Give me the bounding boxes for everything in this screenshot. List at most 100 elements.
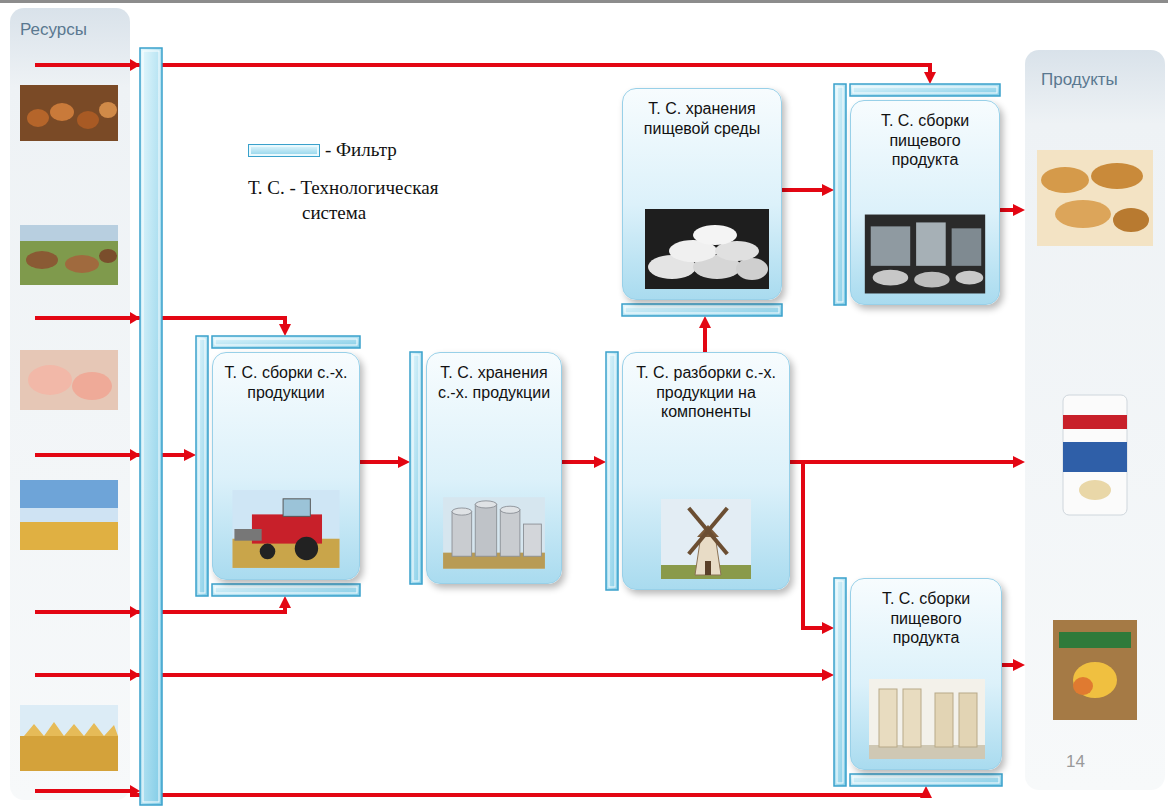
illustration-part [99, 249, 117, 263]
illustration-part [295, 537, 318, 560]
illustration-part [130, 312, 140, 324]
illustration-part [1055, 200, 1111, 228]
filter-bar [622, 304, 782, 316]
filter-body [140, 48, 162, 805]
illustration-part [1037, 150, 1153, 246]
illustration-part [661, 499, 751, 579]
illustration-part [234, 529, 261, 541]
panel-title: Ресурсы [10, 8, 130, 40]
filter-highlight [853, 87, 997, 93]
box-illustration [851, 214, 999, 294]
flow-arrow [703, 324, 707, 352]
illustration-part [20, 522, 118, 550]
filter-bar [606, 352, 618, 590]
flow-arrow [790, 462, 826, 628]
filter-highlight [199, 339, 205, 593]
illustration-part [1113, 208, 1149, 232]
process-box: Т. С. хранения пищевой среды [622, 88, 782, 300]
box-label: Т. С. сборки пищевого продукта [851, 101, 999, 170]
box-label: Т. С. разборки с.-х. продукции на компон… [623, 353, 789, 422]
panel-illustration [10, 8, 140, 800]
panel-title: Продукты [1025, 50, 1165, 90]
process-box: Т. С. сборки с.-х. продукции [212, 352, 360, 580]
illustration-part [1053, 620, 1137, 720]
illustration-part [232, 490, 339, 568]
filter-highlight [609, 355, 615, 587]
illustration-part [20, 85, 118, 141]
legend-text: - Фильтр [325, 139, 397, 161]
illustration-part [20, 225, 118, 241]
illustration-part [20, 350, 118, 410]
filter-body [622, 304, 782, 316]
illustration-part [1063, 415, 1127, 429]
filter-highlight [215, 339, 357, 345]
filter-bar [834, 578, 846, 786]
filter-highlight [837, 87, 843, 302]
box-label: Т. С. сборки пищевого продукта [851, 579, 1001, 648]
flow-arrow [130, 65, 930, 76]
illustration-part [27, 109, 49, 127]
illustration-part [935, 693, 953, 747]
illustration-part [35, 610, 132, 614]
illustration-part [523, 524, 541, 556]
flow-arrow [360, 460, 402, 464]
filter-bar [212, 336, 360, 348]
filter-bar [834, 84, 846, 305]
illustration-part [693, 225, 737, 245]
legend-swatch [248, 144, 320, 157]
illustration-part [99, 102, 117, 118]
illustration-part [914, 272, 950, 288]
process-box: Т. С. сборки пищевого продукта [850, 100, 1000, 305]
illustration-part [1059, 632, 1131, 648]
illustration-part [1063, 395, 1127, 515]
illustration-part [952, 228, 982, 265]
illustration-part [20, 508, 118, 522]
filter-highlight [853, 777, 999, 783]
illustration-part [35, 59, 140, 797]
illustration-part [20, 736, 118, 771]
illustration-part [130, 59, 140, 71]
filter-body [606, 352, 618, 590]
filter-body [834, 578, 846, 786]
filter-bar [140, 48, 162, 805]
illustration-part [452, 512, 472, 557]
illustration-part [20, 480, 118, 550]
illustration-part [1073, 662, 1117, 698]
illustration-part [130, 669, 140, 681]
filter-bar [850, 774, 1002, 786]
illustration-part [1073, 677, 1093, 695]
box-illustration [213, 489, 359, 569]
illustration-part [871, 226, 910, 265]
illustration-part [500, 510, 520, 556]
process-box: Т. С. разборки с.-х. продукции на компон… [622, 352, 790, 590]
illustration-part [35, 63, 132, 67]
resource-panel: Ресурсы [10, 8, 130, 800]
filter-bar [850, 84, 1000, 96]
illustration-part [873, 270, 909, 286]
box-label: Т. С. сборки с.-х. продукции [213, 353, 359, 402]
illustration-part [130, 785, 140, 797]
illustration-part [869, 679, 985, 759]
illustration-part [1063, 442, 1127, 472]
filter-highlight [215, 587, 357, 593]
product-panel: Продукты [1025, 50, 1165, 790]
filter-highlight [837, 581, 843, 783]
illustration-part [736, 258, 768, 280]
filter-bar [196, 336, 208, 596]
filter-body [850, 774, 1002, 786]
illustration-part [65, 255, 99, 273]
illustration-part [35, 673, 132, 677]
illustration-part [72, 372, 112, 400]
illustration-part [35, 789, 132, 793]
illustration-part [705, 561, 711, 575]
filter-body [212, 336, 360, 348]
illustration-part [959, 693, 977, 747]
top-rule [0, 0, 1168, 3]
page-number: 14 [1066, 752, 1085, 772]
filter-body [196, 336, 208, 596]
box-illustration [427, 493, 561, 573]
illustration-part [443, 497, 545, 568]
illustration-part [77, 111, 99, 129]
illustration-part [50, 103, 74, 121]
box-illustration [623, 499, 789, 579]
